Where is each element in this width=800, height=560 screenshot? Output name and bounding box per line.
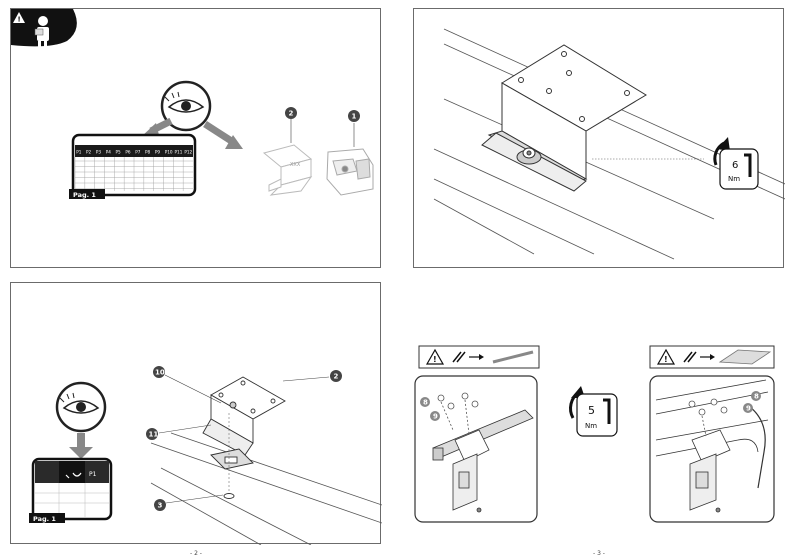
page-tag: Pag. 1	[29, 513, 65, 523]
table-header-cell: P3	[96, 150, 102, 155]
callout-10	[153, 366, 165, 378]
svg-text:10: 10	[155, 369, 165, 377]
table-header-cell: P2	[86, 150, 92, 155]
page-number-left: - 2 -	[190, 550, 202, 557]
callout-9	[743, 403, 753, 413]
torque-badge: 6 Nm	[713, 137, 759, 190]
clamp-part	[326, 148, 374, 196]
rail-lines	[150, 432, 382, 545]
callout-8	[420, 397, 430, 407]
table-header-cell: P7	[135, 150, 141, 155]
hex-key-icon	[744, 153, 752, 177]
page-number-right: - 3 -	[593, 550, 605, 557]
torque-badge-5nm: 5 Nm	[565, 382, 621, 442]
part-label: XXX	[290, 162, 301, 168]
svg-text:11: 11	[149, 431, 159, 439]
instruction-panel-2: 6 Nm	[413, 8, 785, 268]
tool-icon	[683, 351, 697, 363]
table-header-cell: P1	[76, 150, 82, 155]
callout-9	[430, 411, 440, 421]
table-header-cell: P4	[106, 150, 112, 155]
instruction-panel-5: ! 8 9	[646, 340, 780, 526]
callout-8	[751, 391, 761, 401]
svg-text:!: !	[18, 16, 21, 24]
page-tag-label: Pag. 1	[73, 191, 96, 199]
round-bar-icon	[492, 350, 534, 364]
table-header-cell: P9	[155, 150, 161, 155]
svg-text:Nm: Nm	[585, 422, 597, 430]
instruction-panel-3: P1 Pag. 1	[10, 282, 382, 545]
svg-text:P1: P1	[89, 471, 97, 478]
svg-text:9: 9	[746, 405, 751, 413]
warning-person-icon: !	[11, 9, 77, 51]
warning-triangle-icon	[425, 348, 445, 365]
svg-text:8: 8	[754, 393, 759, 401]
warning-triangle-icon	[656, 348, 676, 365]
callout-11	[146, 428, 158, 440]
table-header-cell: P8	[145, 150, 151, 155]
svg-text:5: 5	[588, 404, 595, 417]
eye-magnifier-icon	[55, 381, 107, 433]
svg-text:6: 6	[732, 160, 738, 171]
svg-text:Nm: Nm	[728, 175, 740, 183]
table-header-cell: P12	[184, 150, 192, 155]
bracket-exploded	[202, 376, 286, 499]
bracket-mounted	[481, 44, 647, 192]
callout-3	[154, 499, 166, 511]
table-header-cell: P5	[116, 150, 122, 155]
roof-grid-icon	[718, 349, 772, 365]
tool-icon	[452, 351, 466, 363]
svg-text:Pag. 1: Pag. 1	[33, 515, 56, 523]
page-tag: Pag. 1	[69, 189, 105, 199]
callout-1	[348, 110, 360, 122]
instruction-panel-4: ! 8 9	[413, 340, 543, 526]
svg-text:!: !	[664, 355, 668, 364]
table-header-cell: P6	[125, 150, 131, 155]
parts-table-crop: P1	[31, 457, 113, 521]
table-header-cell: P10	[165, 150, 173, 155]
svg-text:8: 8	[423, 399, 428, 407]
table-header-cell: P11	[175, 150, 183, 155]
svg-text:1: 1	[352, 113, 357, 121]
svg-text:!: !	[433, 355, 437, 364]
svg-text:2: 2	[289, 110, 294, 118]
callout-2	[285, 107, 297, 119]
svg-text:9: 9	[433, 413, 438, 421]
arrow-right-icon	[203, 121, 235, 145]
hex-key-icon	[603, 398, 611, 424]
svg-text:3: 3	[158, 502, 163, 510]
svg-text:2: 2	[334, 373, 339, 381]
bracket-part: XXX	[262, 144, 313, 196]
callout-2	[330, 370, 342, 382]
eye-magnifier-icon	[160, 80, 212, 132]
